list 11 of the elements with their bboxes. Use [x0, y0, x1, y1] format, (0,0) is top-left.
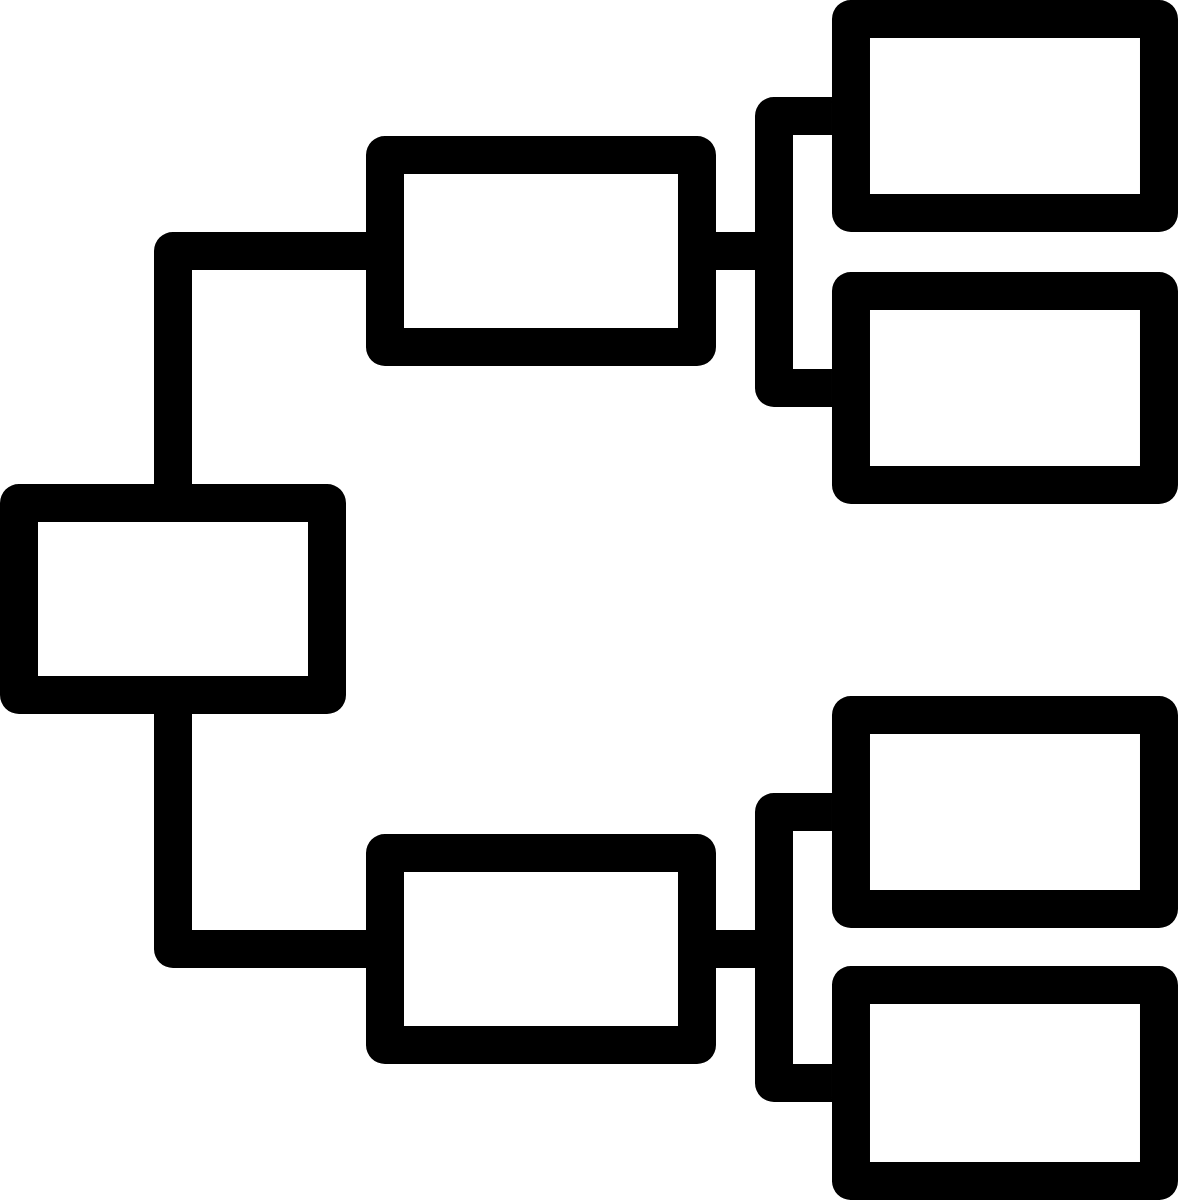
leaf-box — [832, 0, 1178, 232]
connector-line — [154, 232, 366, 484]
connector-line — [154, 714, 366, 968]
connector-line — [716, 793, 832, 1102]
root-box — [0, 484, 346, 714]
leaf-box — [832, 696, 1178, 928]
leaf-box — [832, 966, 1178, 1200]
connector-line — [716, 97, 832, 407]
leaf-box — [832, 272, 1178, 504]
branch-box — [366, 834, 716, 1064]
branch-box — [366, 136, 716, 366]
